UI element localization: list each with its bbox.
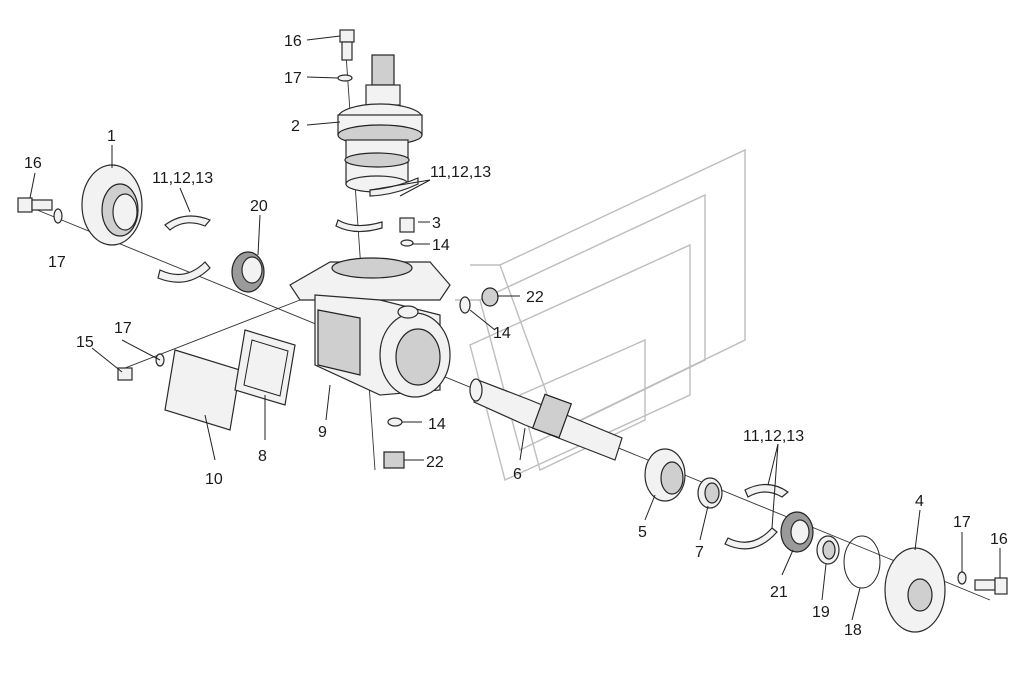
label-16-top: 16 bbox=[284, 33, 302, 50]
shim-11-13-left-a bbox=[164, 215, 211, 231]
bolt-16-left bbox=[17, 197, 53, 213]
endcap-part-4 bbox=[884, 547, 946, 633]
bearing-part-21 bbox=[780, 511, 814, 553]
flange-part-1 bbox=[81, 164, 143, 246]
label-21: 21 bbox=[770, 584, 788, 601]
seal-14-top bbox=[400, 239, 414, 247]
plug-part-3 bbox=[399, 217, 415, 233]
label-5: 5 bbox=[638, 524, 647, 541]
plug-22-top bbox=[481, 287, 499, 307]
label-11-13-top: 11,12,13 bbox=[430, 164, 491, 181]
label-17-right: 17 bbox=[953, 514, 971, 531]
label-22-top: 22 bbox=[526, 289, 544, 306]
washer-17-right bbox=[957, 571, 967, 585]
label-17-cover: 17 bbox=[114, 320, 132, 337]
label-14-mid: 14 bbox=[493, 325, 511, 342]
label-11-13-left: 11,12,13 bbox=[152, 170, 213, 187]
bolt-16-right bbox=[974, 577, 1008, 595]
seal-14-mid bbox=[459, 296, 471, 314]
label-14-low: 14 bbox=[428, 416, 446, 433]
label-3: 3 bbox=[432, 215, 441, 232]
label-18: 18 bbox=[844, 622, 862, 639]
bolt-16-top bbox=[339, 29, 355, 61]
ring-part-7 bbox=[697, 477, 723, 509]
cover-part-10 bbox=[164, 349, 241, 431]
label-7: 7 bbox=[695, 544, 704, 561]
shim-11-13-top-b bbox=[335, 219, 383, 233]
label-16-left: 16 bbox=[24, 155, 42, 172]
label-22-low: 22 bbox=[426, 454, 444, 471]
label-17-top: 17 bbox=[284, 70, 302, 87]
shim-11-13-right-b bbox=[724, 527, 778, 550]
part-labels: 16 17 2 16 1 11,12,13 20 17 11,12,13 3 1… bbox=[24, 33, 1008, 639]
bolt-part-15 bbox=[117, 367, 133, 381]
label-10: 10 bbox=[205, 471, 223, 488]
seal-14-low bbox=[387, 417, 403, 427]
plug-22-low bbox=[383, 451, 405, 469]
shaft-part-6 bbox=[469, 378, 623, 461]
part-2-housing-top bbox=[337, 54, 423, 193]
label-2: 2 bbox=[291, 118, 300, 135]
label-16-right: 16 bbox=[990, 531, 1008, 548]
label-11-13-right: 11,12,13 bbox=[743, 428, 804, 445]
shim-11-13-left-b bbox=[157, 261, 211, 283]
label-17-left: 17 bbox=[48, 254, 66, 271]
bearing-part-20 bbox=[231, 251, 265, 293]
gasket-part-8 bbox=[234, 329, 296, 406]
label-14-top: 14 bbox=[432, 237, 450, 254]
label-15: 15 bbox=[76, 334, 94, 351]
label-9: 9 bbox=[318, 424, 327, 441]
label-8: 8 bbox=[258, 448, 267, 465]
leader-lines bbox=[29, 35, 1001, 621]
washer-17-left bbox=[53, 208, 63, 224]
shim-11-13-right-a bbox=[744, 483, 789, 498]
label-6: 6 bbox=[513, 466, 522, 483]
label-4: 4 bbox=[915, 493, 924, 510]
housing-part-9 bbox=[289, 257, 451, 398]
washer-17-top bbox=[337, 74, 353, 82]
label-20: 20 bbox=[250, 198, 268, 215]
label-19: 19 bbox=[812, 604, 830, 621]
part-5-hub bbox=[644, 448, 686, 502]
assembly-axes bbox=[24, 39, 991, 601]
oring-part-18 bbox=[843, 535, 881, 589]
label-1: 1 bbox=[107, 128, 116, 145]
